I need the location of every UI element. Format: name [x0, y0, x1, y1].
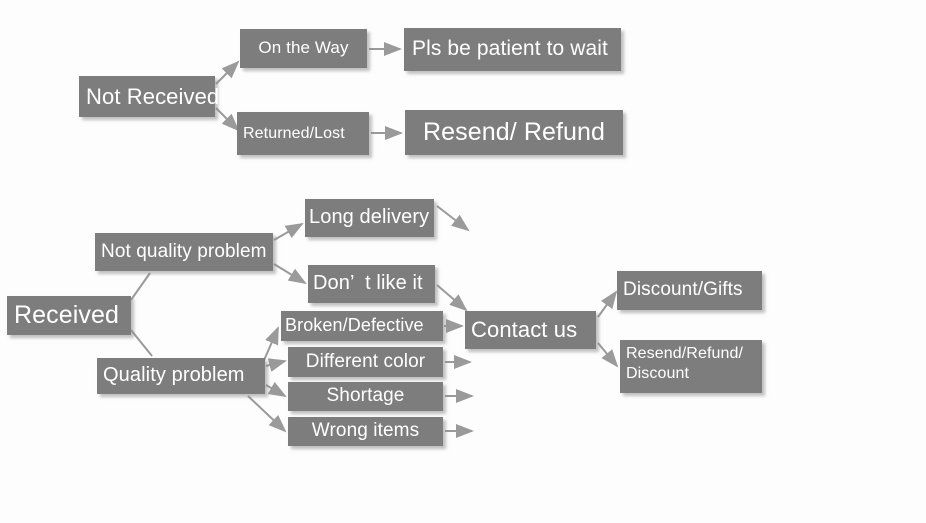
connector-not-quality-to-long-delivery: [273, 223, 304, 241]
connector-received-to-not-quality: [130, 272, 151, 301]
node-resend_refund[interactable]: Resend/ Refund: [405, 110, 623, 155]
connector-not-received-to-on-the-way: [215, 60, 240, 85]
node-quality[interactable]: Quality problem: [97, 358, 265, 394]
connector-not-received-to-returned-lost: [215, 107, 240, 132]
node-discount_gifts[interactable]: Discount/Gifts: [617, 271, 762, 310]
connector-quality-to-wrong-items: [247, 395, 287, 433]
node-resend_refund_disc[interactable]: Resend/Refund/ Discount: [620, 340, 762, 393]
connector-dont-like-it-to-contact-us: [436, 284, 468, 312]
connector-contact-us-to-discount-gifts: [597, 290, 618, 318]
node-contact_us[interactable]: Contact us: [465, 311, 596, 349]
node-wrong_items[interactable]: Wrong items: [288, 417, 443, 446]
connector-contact-us-to-resend-refund-disc: [597, 342, 619, 368]
connector-received-to-quality: [130, 329, 153, 357]
node-dont_like_it[interactable]: Don’ t like it: [308, 265, 435, 303]
node-received[interactable]: Received: [7, 296, 131, 335]
node-not_quality[interactable]: Not quality problem: [95, 233, 273, 271]
node-broken_defective[interactable]: Broken/Defective: [281, 311, 443, 341]
node-pls_be_patient[interactable]: Pls be patient to wait: [404, 28, 621, 71]
connector-quality-to-different-color: [265, 358, 287, 372]
node-different_color[interactable]: Different color: [288, 347, 443, 377]
node-not_received[interactable]: Not Received: [79, 76, 219, 117]
connector-quality-to-shortage: [265, 381, 287, 398]
node-on_the_way[interactable]: On the Way: [240, 29, 367, 68]
connector-not-quality-to-dont-like-it: [273, 263, 307, 285]
connector-long-delivery-to-contact-us: [436, 205, 470, 232]
node-long_delivery[interactable]: Long delivery: [305, 199, 434, 237]
node-shortage[interactable]: Shortage: [288, 382, 443, 411]
node-returned_lost[interactable]: Returned/Lost: [237, 112, 369, 155]
